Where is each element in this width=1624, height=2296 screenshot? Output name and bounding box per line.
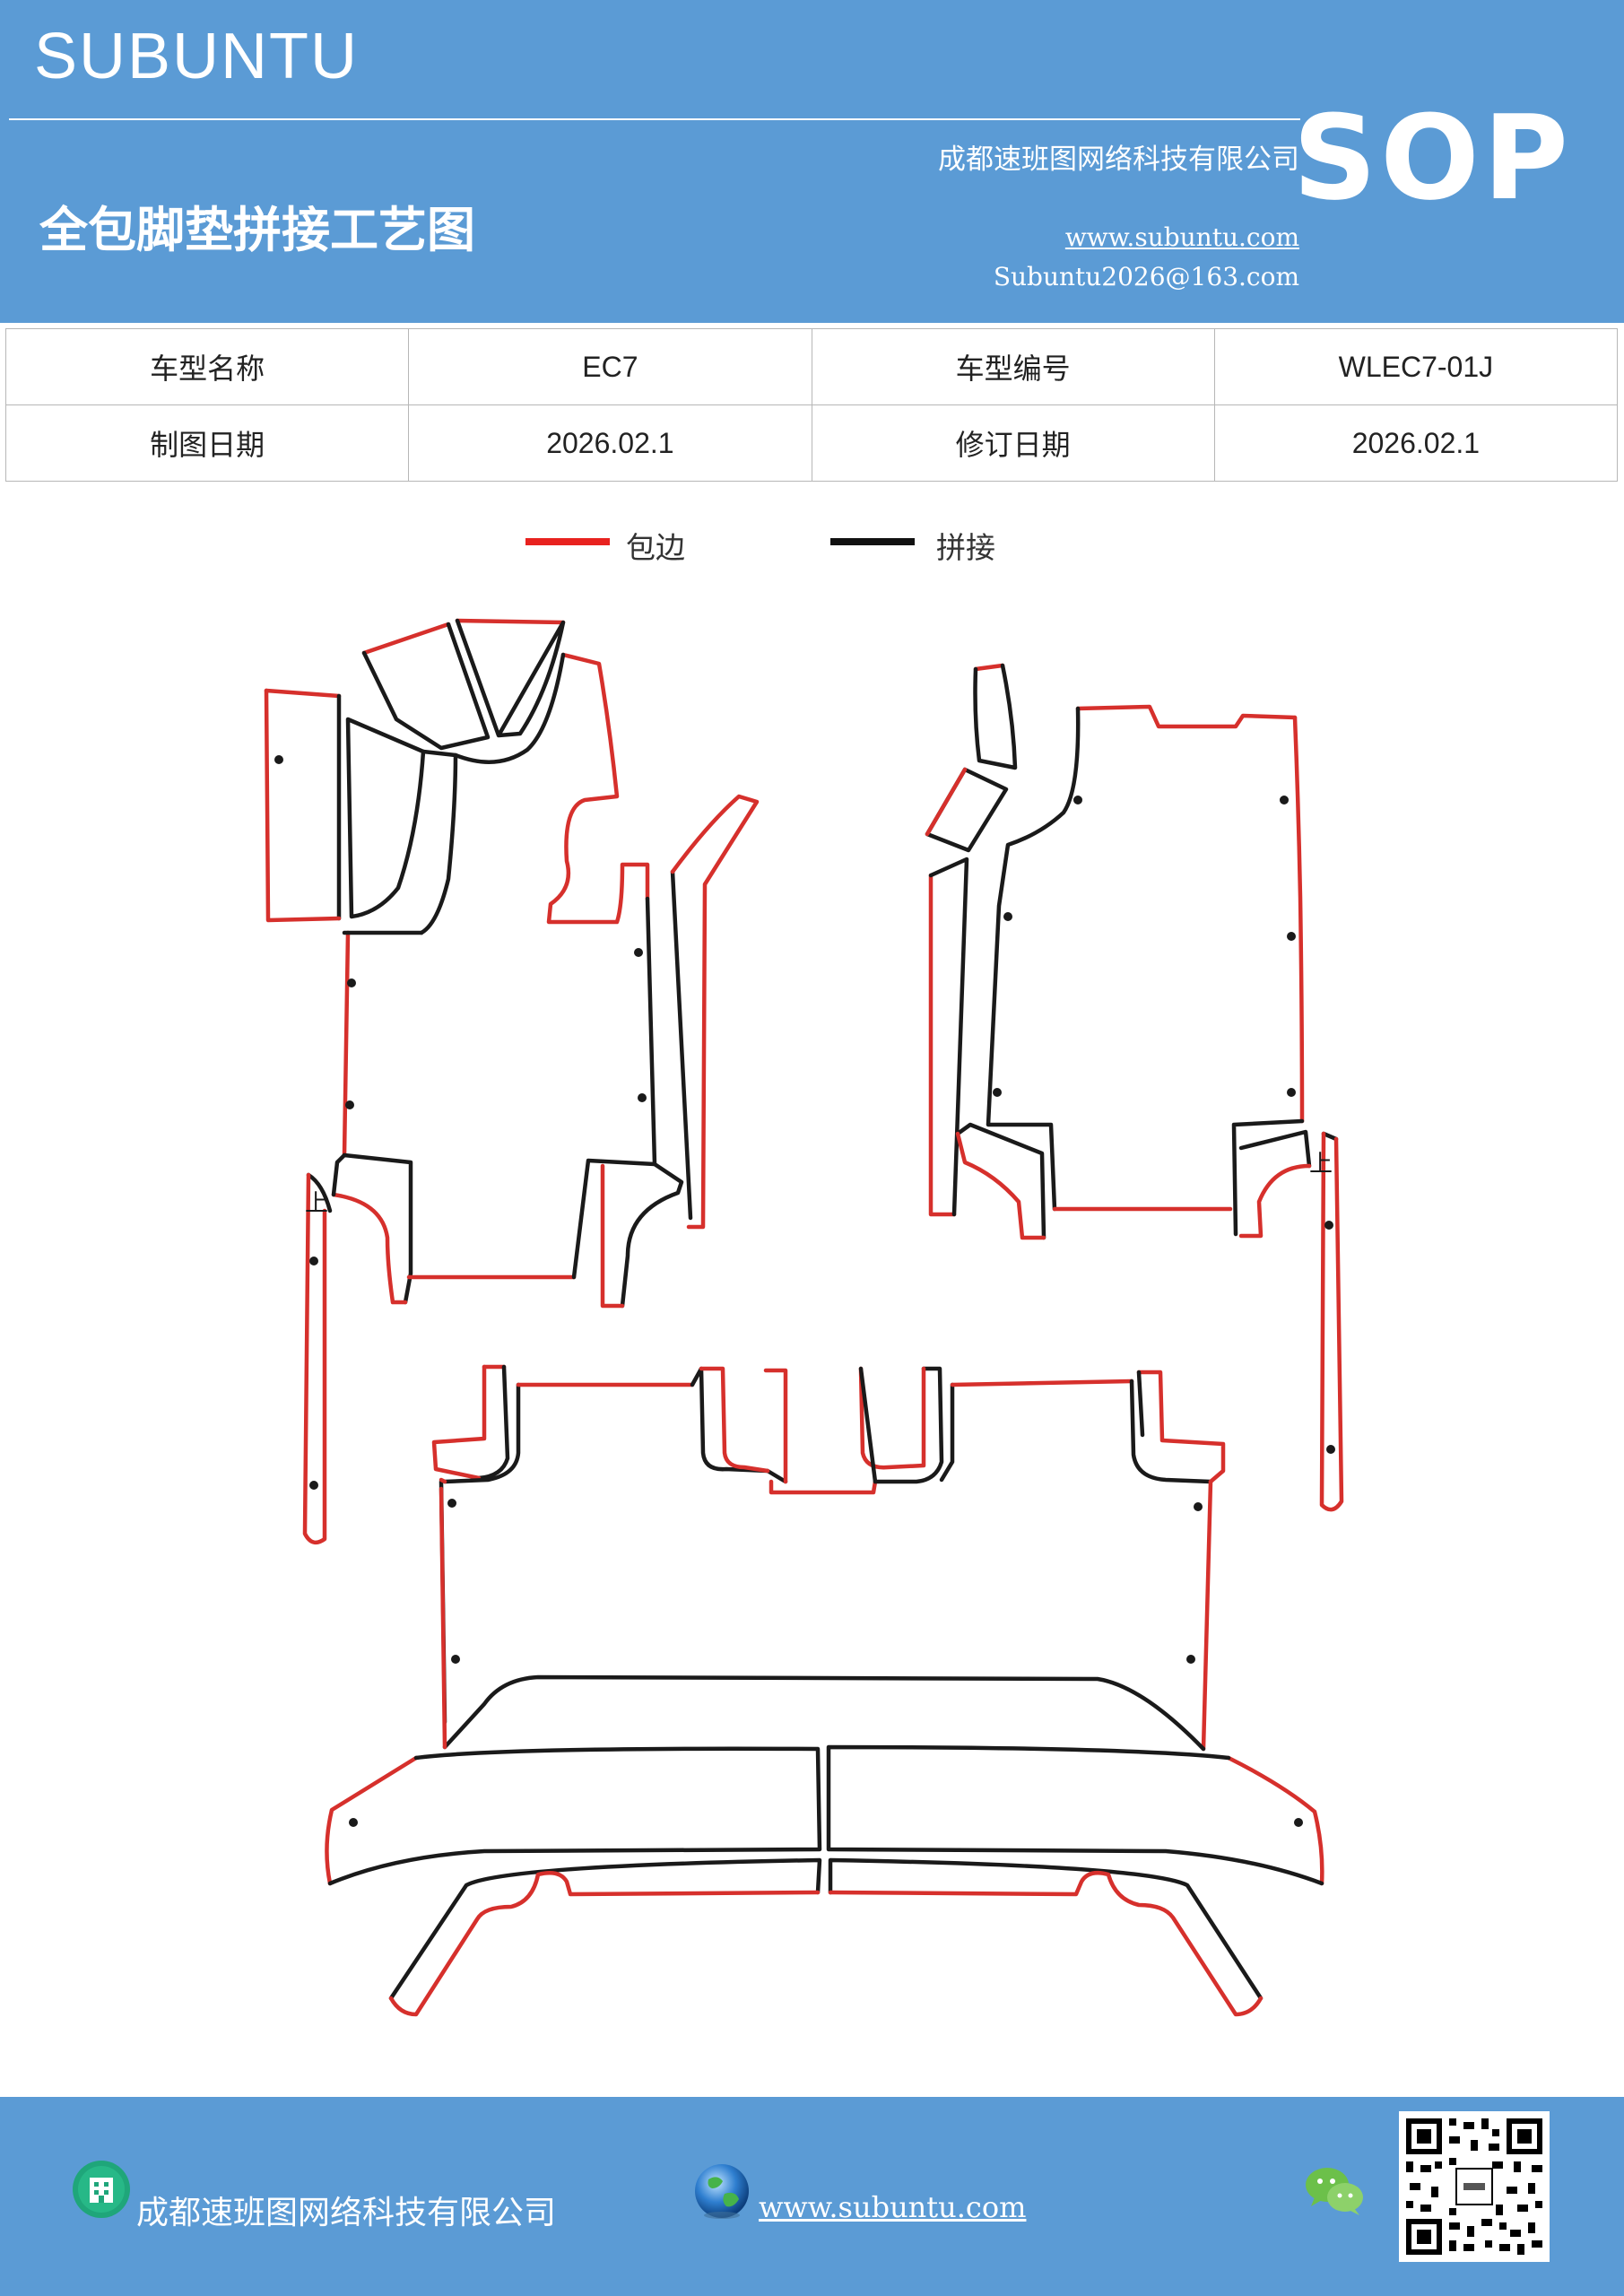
legend-splice-swatch — [830, 538, 915, 545]
table-row: 车型名称 EC7 车型编号 WLEC7-01J — [4, 328, 1619, 405]
model-info-table: 车型名称 EC7 车型编号 WLEC7-01J 制图日期 2026.02.1 修… — [4, 328, 1619, 482]
globe-icon — [695, 2164, 749, 2219]
floor-mat-splice-diagram: 上 上 — [264, 618, 1344, 2017]
page-footer: 成都速班图网络科技有限公司 www.subuntu.com — [0, 2097, 1624, 2296]
up-mark-right: 上 — [1309, 1151, 1333, 1178]
model-name-value: EC7 — [408, 328, 812, 405]
sop-badge: SOP — [1292, 90, 1572, 226]
legend-edge-label: 包边 — [626, 530, 685, 565]
email-address: Subuntu2026@163.com — [993, 262, 1299, 291]
building-icon — [73, 2161, 130, 2218]
up-mark-left: 上 — [305, 1190, 328, 1217]
footer-company-name: 成都速班图网络科技有限公司 — [136, 2195, 557, 2231]
brand-name: SUBUNTU — [34, 21, 360, 92]
header-divider — [9, 118, 1300, 120]
legend-splice-label: 拼接 — [936, 530, 995, 565]
wechat-icon[interactable] — [1302, 2163, 1367, 2217]
model-code-value: WLEC7-01J — [1213, 328, 1619, 405]
website-link[interactable]: www.subuntu.com — [1064, 222, 1299, 252]
page-header: SUBUNTU 成都速班图网络科技有限公司 全包脚垫拼接工艺图 www.subu… — [0, 0, 1624, 323]
model-name-label: 车型名称 — [4, 328, 410, 405]
revise-date-label: 修订日期 — [811, 404, 1215, 482]
rear-pieces — [325, 1364, 1324, 2017]
passenger-side-pieces: 上 — [925, 663, 1344, 1512]
legend-edge-swatch — [525, 538, 610, 545]
model-code-label: 车型编号 — [811, 328, 1215, 405]
company-name: 成都速班图网络科技有限公司 — [938, 144, 1299, 176]
footer-website-link[interactable]: www.subuntu.com — [759, 2190, 1027, 2224]
table-row: 制图日期 2026.02.1 修订日期 2026.02.1 — [4, 404, 1619, 482]
draw-date-value: 2026.02.1 — [408, 404, 812, 482]
legend-splice: 拼接 — [830, 522, 1028, 572]
driver-side-pieces: 上 — [264, 618, 760, 1545]
qr-code[interactable] — [1399, 2111, 1550, 2262]
draw-date-label: 制图日期 — [4, 404, 410, 482]
legend-edge: 包边 — [525, 522, 723, 572]
revise-date-value: 2026.02.1 — [1213, 404, 1619, 482]
document-title: 全包脚垫拼接工艺图 — [39, 201, 475, 258]
